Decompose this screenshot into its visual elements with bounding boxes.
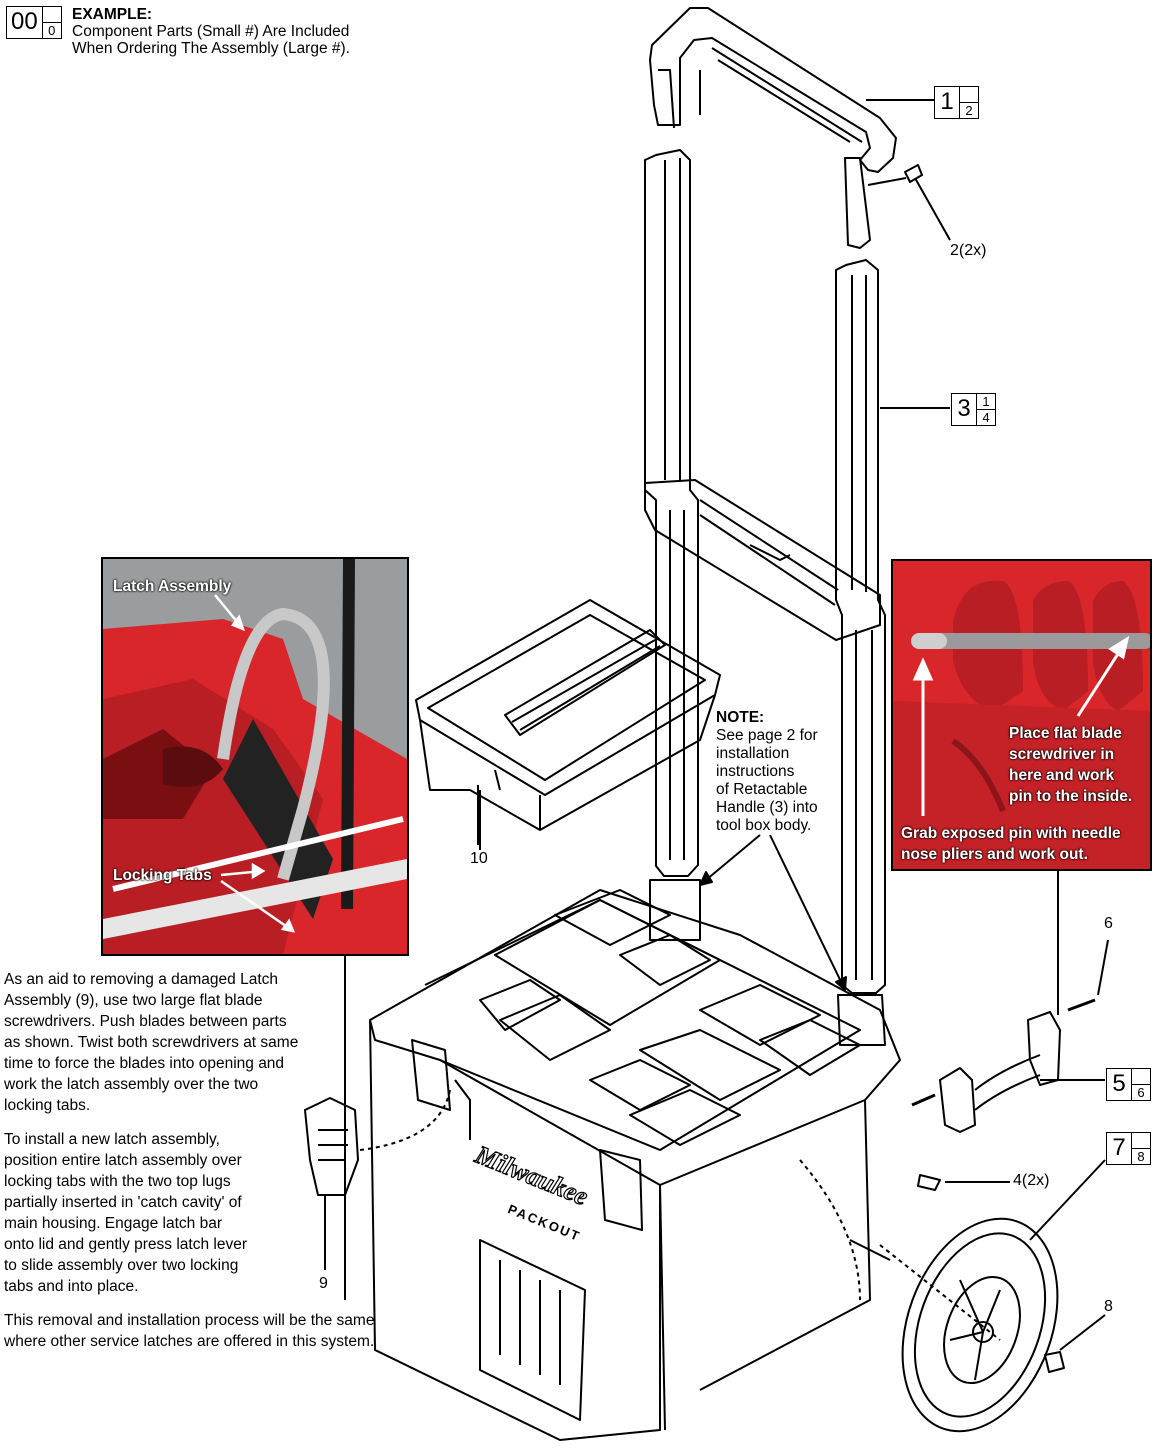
tote-tray — [415, 599, 721, 850]
instruction-line: locking tabs. — [4, 1097, 91, 1114]
legend-text: EXAMPLE: Component Parts (Small #) Are I… — [72, 4, 350, 59]
flat-blade-label-line: pin to the inside. — [1009, 788, 1133, 805]
flat-blade-label-line: screwdriver in — [1009, 746, 1115, 763]
wheel — [901, 1217, 1059, 1433]
instruction-line: This removal and installation process wi… — [4, 1312, 375, 1329]
instruction-line: locking tabs with the two top lugs — [4, 1173, 231, 1190]
handle-cross-bar — [644, 479, 881, 641]
axle-spring — [939, 1011, 1061, 1133]
label-part-10: 10 — [470, 850, 488, 867]
milwaukee-logo: Milwaukee PACKOUT — [470, 1139, 593, 1244]
instruction-line: time to force the blades into opening an… — [4, 1055, 285, 1072]
instruction-line: work the latch assembly over the two — [4, 1076, 259, 1093]
instruction-line: Assembly (9), use two large flat blade — [4, 992, 263, 1009]
pin-removal-photo: Place flat blade screwdriver in here and… — [891, 559, 1152, 871]
label-part-2: 2(2x) — [950, 242, 987, 259]
flat-blade-label-line: here and work — [1009, 767, 1115, 784]
latch-part-9 — [304, 1097, 359, 1270]
instruction-line: tabs and into place. — [4, 1278, 139, 1295]
latch-photo-arrows — [214, 594, 296, 933]
pin-photo-arrows — [912, 635, 1130, 816]
note-line: of Retactable — [716, 781, 808, 798]
part-ref-7-component: 8 — [1132, 1148, 1150, 1164]
latch-assembly-label: Latch Assembly — [113, 578, 232, 595]
note-line: See page 2 for — [716, 727, 818, 744]
label-part-8: 8 — [1104, 1298, 1113, 1315]
latch-photo-art — [103, 559, 407, 954]
legend-reference-box: 00 0 0 — [6, 6, 62, 39]
instruction-line: to slide assembly over two locking — [4, 1257, 239, 1274]
part-ref-3-number: 3 — [952, 394, 977, 425]
instruction-para-1: As an aid to removing a damaged Latch As… — [4, 969, 424, 1116]
latch-instructions: As an aid to removing a damaged Latch As… — [4, 969, 424, 1352]
instruction-line: onto lid and gently press latch lever — [4, 1236, 247, 1253]
part-ref-3-component-a: 1 — [982, 394, 990, 409]
instruction-line: as shown. Twist both screwdrivers at sam… — [4, 1034, 299, 1051]
instruction-line: main housing. Engage latch bar — [4, 1215, 223, 1232]
legend-line-1: Component Parts (Small #) Are Included — [72, 23, 350, 40]
instruction-line: To install a new latch assembly, — [4, 1131, 220, 1148]
flat-blade-label-line: Place flat blade — [1009, 725, 1122, 742]
part-ref-7-number: 7 — [1107, 1133, 1132, 1164]
label-part-4: 4(2x) — [1013, 1172, 1050, 1189]
part-ref-3-component-b: 4 — [977, 409, 995, 425]
handle-right-tube — [835, 259, 886, 994]
flat-blade-label: Place flat blade screwdriver in here and… — [1009, 723, 1132, 807]
latch-assembly-photo: Latch Assembly Locking Tabs — [101, 557, 409, 956]
part-ref-5-component: 6 — [1132, 1084, 1150, 1100]
toolbox-body — [369, 879, 901, 1441]
note-line: Handle (3) into — [716, 799, 818, 816]
instruction-para-2: To install a new latch assembly, positio… — [4, 1129, 424, 1297]
instruction-line: position entire latch assembly over — [4, 1152, 242, 1169]
locking-tabs-label: Locking Tabs — [113, 867, 212, 884]
instruction-line: partially inserted in 'catch cavity' of — [4, 1194, 242, 1211]
legend-box-small: 0 — [42, 22, 61, 38]
note-title: NOTE: — [716, 709, 765, 726]
instruction-line: As an aid to removing a damaged Latch — [4, 971, 279, 988]
note-line: installation — [716, 745, 790, 762]
needle-nose-label-line: Grab exposed pin with needle — [901, 825, 1121, 842]
part-ref-5: 5 66 — [1106, 1068, 1151, 1101]
instruction-line: where other service latches are offered … — [4, 1333, 375, 1350]
part-ref-7: 7 88 — [1106, 1132, 1151, 1165]
part-ref-5-number: 5 — [1107, 1069, 1132, 1100]
pin-photo-art — [893, 561, 1150, 869]
handle-grip — [649, 7, 897, 249]
label-part-9: 9 — [319, 1275, 328, 1292]
note-line: tool box body. — [716, 817, 812, 834]
note-line: instructions — [716, 763, 795, 780]
svg-text:Milwaukee: Milwaukee — [470, 1140, 592, 1212]
instruction-para-3: This removal and installation process wi… — [4, 1310, 424, 1352]
part-ref-1: 1 22 — [934, 86, 979, 119]
part-ref-1-component: 2 — [960, 102, 978, 118]
installation-note: NOTE: See page 2 for installation instru… — [716, 709, 818, 835]
legend-box-big: 00 — [7, 7, 43, 38]
part-ref-1-number: 1 — [935, 87, 960, 118]
needle-nose-label: Grab exposed pin with needle nose pliers… — [901, 823, 1121, 865]
legend-title: EXAMPLE: — [72, 6, 153, 23]
svg-text:PACKOUT: PACKOUT — [506, 1201, 583, 1244]
needle-nose-label-line: nose pliers and work out. — [901, 846, 1088, 863]
instruction-line: screwdrivers. Push blades between parts — [4, 1013, 287, 1030]
label-part-6: 6 — [1104, 915, 1113, 932]
legend-line-2: When Ordering The Assembly (Large #). — [72, 40, 350, 57]
